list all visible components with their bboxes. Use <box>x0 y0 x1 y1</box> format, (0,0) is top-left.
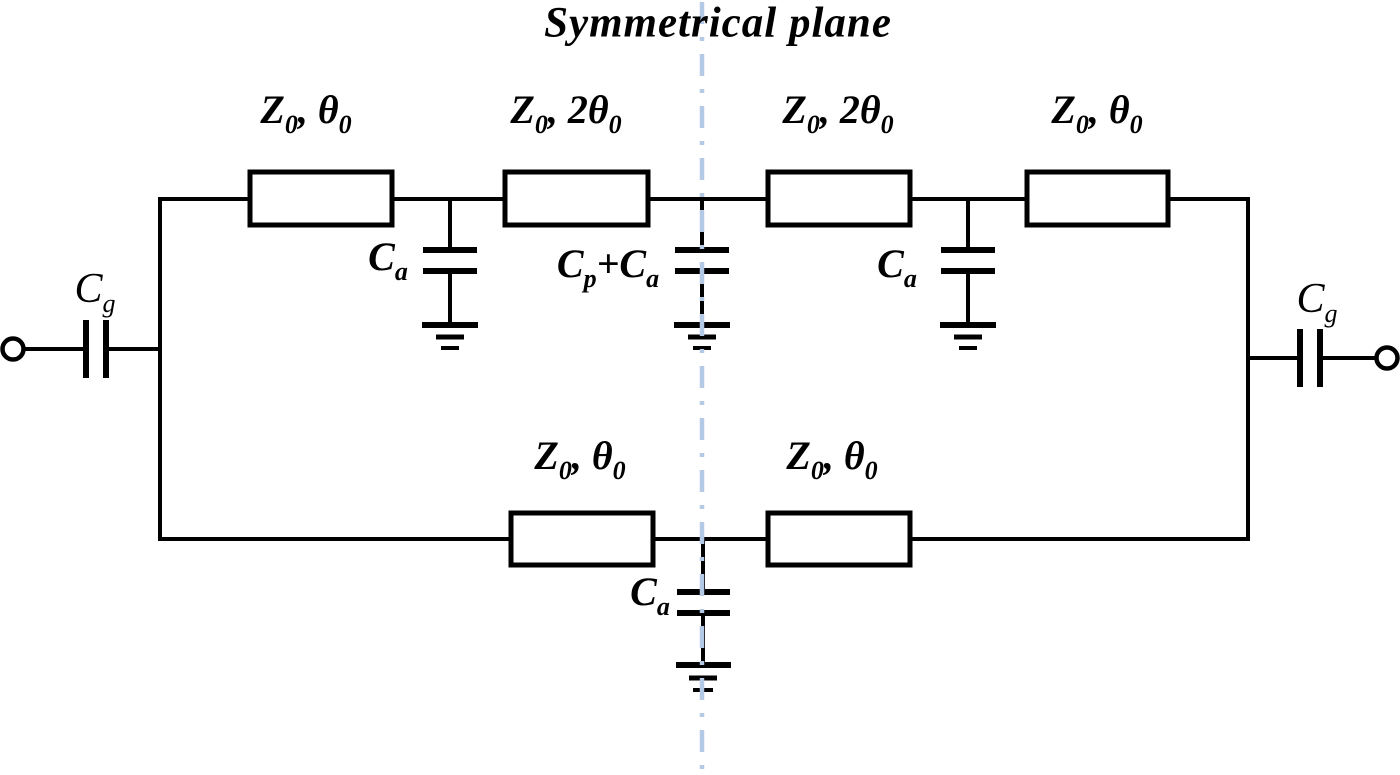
label-tline-bottom-2: Z0, θ0 <box>786 433 878 485</box>
label-tline-top-1: Z0, θ0 <box>260 87 352 139</box>
shunt-capacitor-ca-top-left <box>422 199 478 350</box>
tline-rect-top-4 <box>1024 169 1171 228</box>
label-cp-ca-center: Cp+Ca <box>556 241 660 293</box>
label-tline-top-3: Z0, 2θ0 <box>782 87 894 139</box>
label-tline-top-2: Z0, 2θ0 <box>510 87 622 139</box>
label-cg-right: Cg <box>1296 276 1338 328</box>
tline-rect-top-3 <box>765 169 913 228</box>
shunt-capacitor-ca-bottom <box>676 539 731 692</box>
label-ca-bottom: Ca <box>630 569 670 621</box>
label-ca-top-right: Ca <box>877 241 917 293</box>
ground-icon <box>940 322 996 350</box>
label-cg-left: Cg <box>74 266 116 318</box>
tline-rect-bottom-2 <box>765 510 913 568</box>
tline-rect-bottom-1 <box>508 510 656 568</box>
label-tline-bottom-1: Z0, θ0 <box>534 433 626 485</box>
series-capacitor-cg-left <box>24 320 162 378</box>
figure-title: Symmetrical plane <box>544 0 892 47</box>
port-terminal-left-icon <box>0 336 26 362</box>
label-tline-top-4: Z0, θ0 <box>1051 87 1143 139</box>
ground-icon <box>422 322 478 350</box>
series-capacitor-cg-right <box>1248 329 1376 387</box>
tline-rect-top-1 <box>247 169 395 228</box>
label-ca-top-left: Ca <box>368 234 408 286</box>
tline-rect-top-2 <box>502 169 651 228</box>
port-terminal-right-icon <box>1374 345 1400 371</box>
shunt-capacitor-ca-top-right <box>940 199 996 350</box>
